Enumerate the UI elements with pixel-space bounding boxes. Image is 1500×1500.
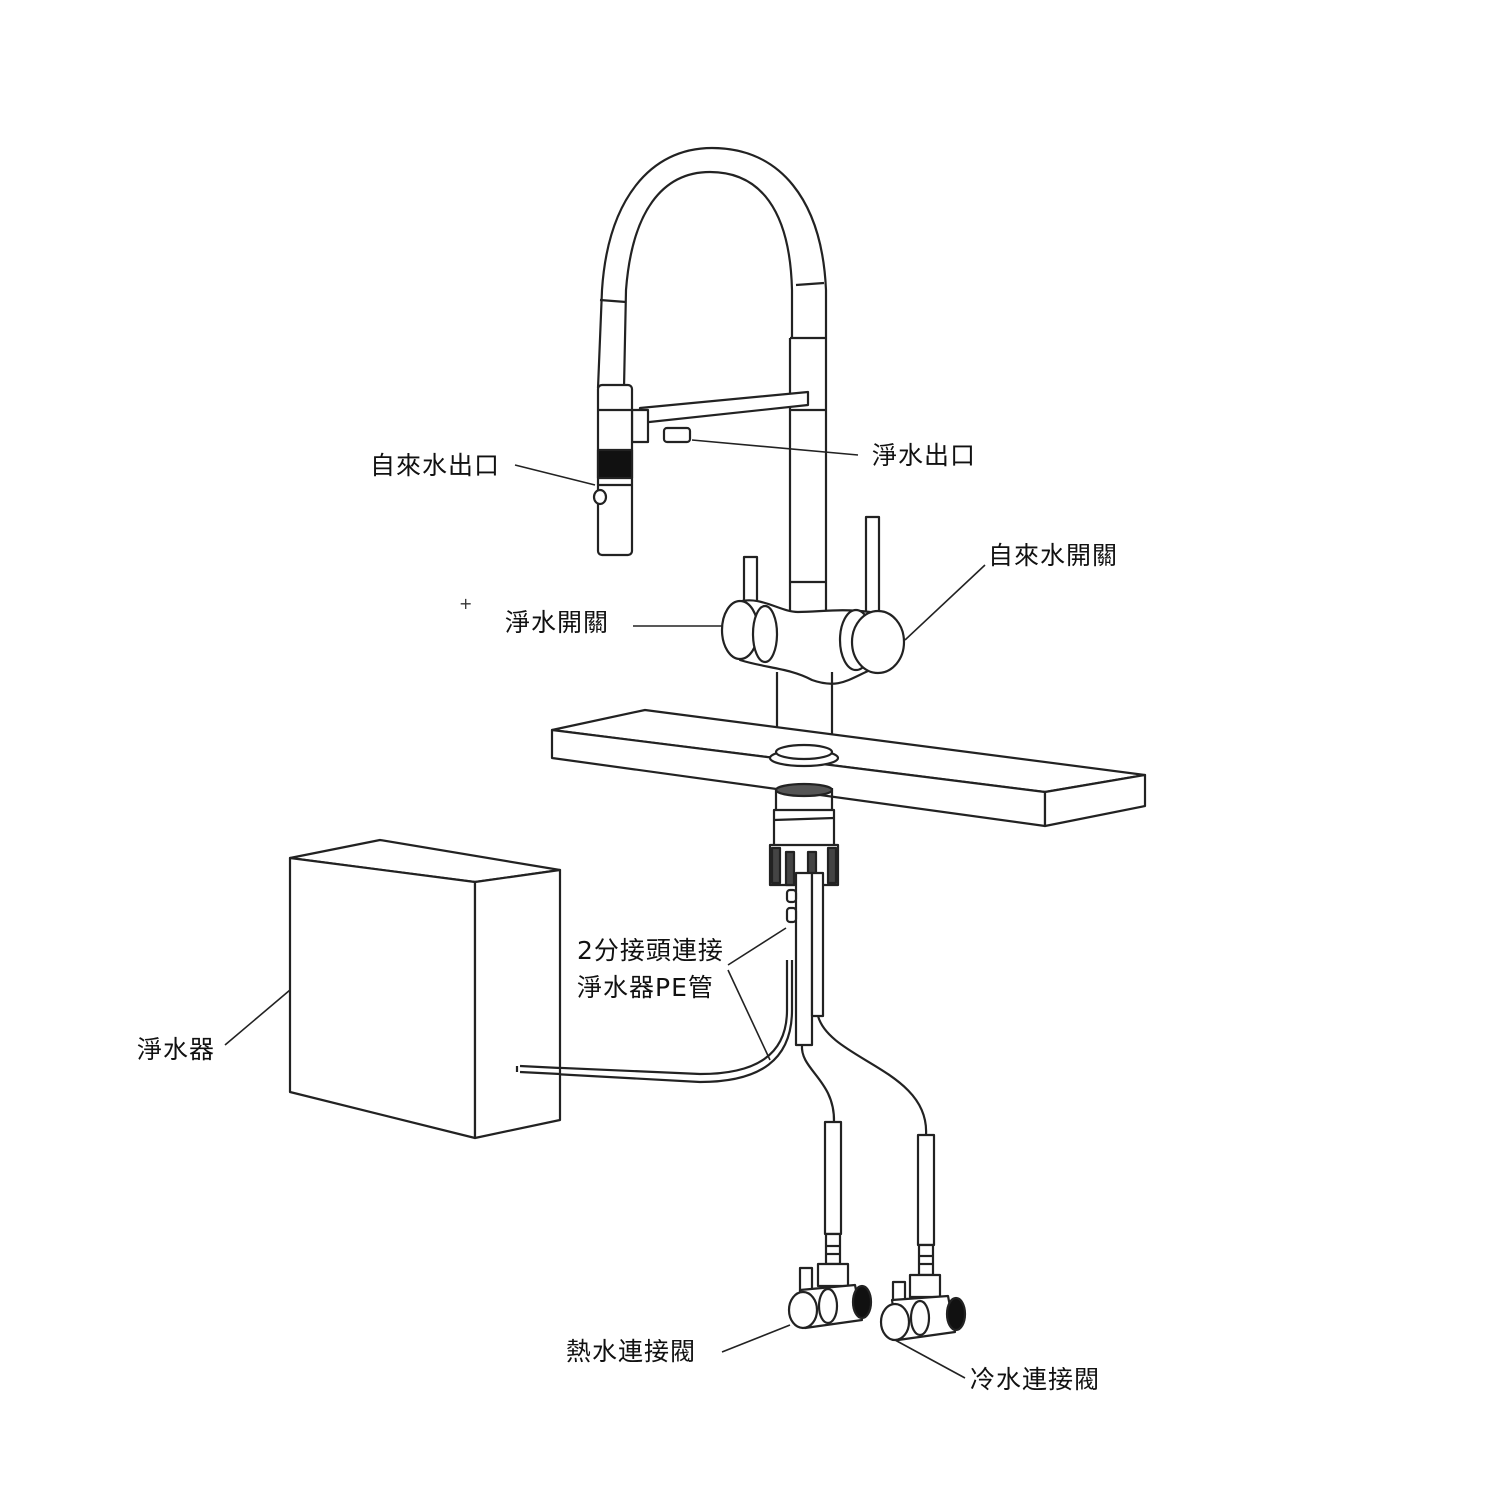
label-cold-water-valve: 冷水連接閥: [970, 1365, 1101, 1394]
label-tap-water-switch: 自來水開關: [988, 541, 1119, 570]
water-purifier-box: [288, 838, 562, 1140]
leader-tap-switch: [904, 564, 986, 641]
mounting-nut: [768, 782, 840, 887]
label-water-purifier: 淨水器: [137, 1035, 216, 1064]
leader-pe-tube: [727, 969, 771, 1061]
leader-lines: [224, 439, 986, 1379]
label-hot-water-valve: 熱水連接閥: [566, 1337, 697, 1366]
leader-tap-outlet: [514, 464, 596, 486]
supply-hoses: [785, 871, 928, 1136]
label-tap-water-outlet: 自來水出口: [370, 451, 501, 480]
label-purified-water-switch: 淨水開關: [505, 608, 610, 637]
leader-connector: [727, 927, 787, 966]
label-connector-line2: 淨水器PE管: [577, 973, 714, 1002]
spray-head: [592, 383, 634, 557]
leader-purifier: [224, 989, 291, 1046]
label-purified-water-outlet: 淨水出口: [872, 441, 977, 470]
leader-cold-valve: [894, 1339, 966, 1379]
leader-purified-outlet: [691, 439, 859, 456]
purified-spout-arm: [630, 390, 810, 444]
label-connector-line1: 2分接頭連接: [577, 936, 724, 965]
leader-hot-valve: [721, 1324, 791, 1353]
valve-body: [720, 599, 906, 685]
faucet-arch-hose: [596, 146, 828, 389]
crosshair-mark: +: [459, 594, 473, 613]
countertop: [550, 708, 1147, 828]
cold-water-valve: [879, 1133, 967, 1342]
hot-water-valve: [787, 1120, 873, 1330]
faucet-body-column: [788, 336, 828, 612]
